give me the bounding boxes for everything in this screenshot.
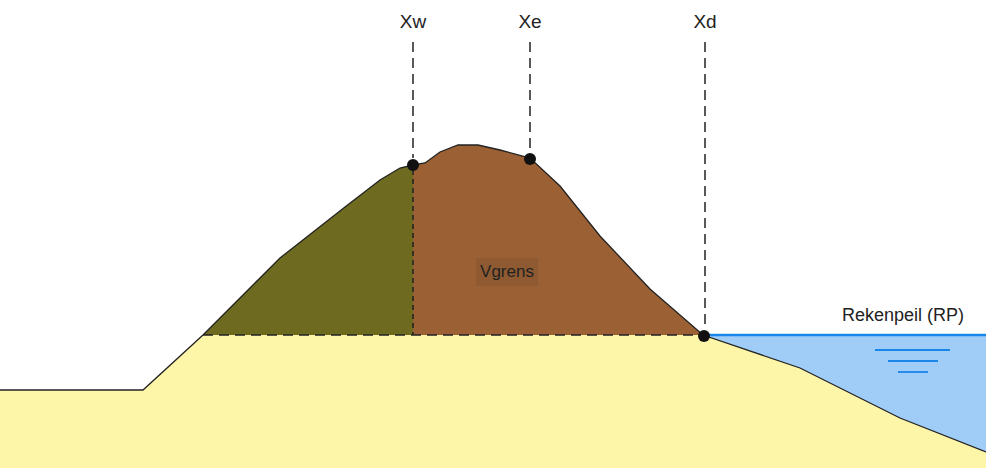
dune-volume	[413, 145, 703, 335]
sand-ground	[0, 335, 986, 468]
profile-outline	[0, 145, 986, 452]
dashed-lines	[203, 42, 705, 335]
point-label: Xd	[693, 12, 716, 33]
profile-points	[407, 153, 710, 342]
level-label: Rekenpeil (RP)	[842, 306, 964, 326]
sea-water	[703, 335, 986, 452]
label-patch	[476, 258, 538, 286]
volume-label: Vgrens	[480, 263, 534, 282]
water-line	[703, 334, 986, 337]
dune-seaward-part	[203, 165, 413, 335]
wave-marks	[875, 350, 950, 372]
point-label: Xe	[518, 12, 541, 33]
point-label: Xw	[400, 12, 426, 33]
